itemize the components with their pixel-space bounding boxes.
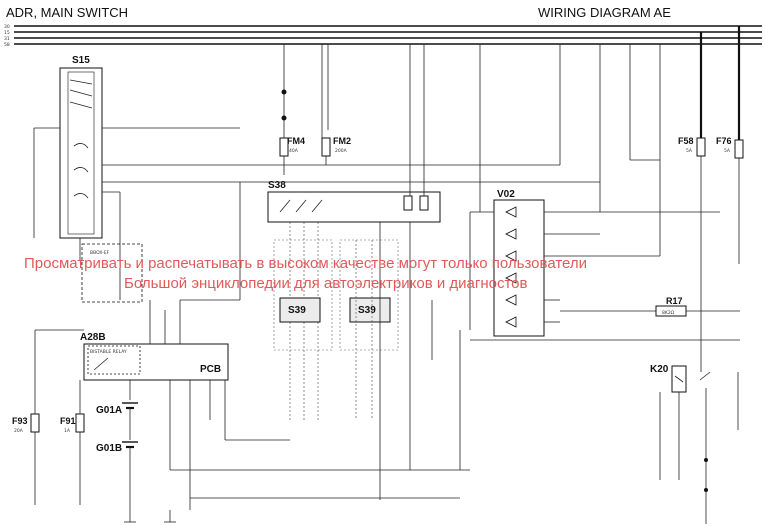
g01b-label: G01B [96, 443, 122, 454]
a28b-body [83, 343, 229, 381]
fm4-rating: 40A [289, 148, 299, 154]
f58-rating: 5A [686, 148, 693, 154]
s15-body [59, 67, 103, 239]
fm4-fuse: FM4 40A [279, 44, 305, 175]
ground-terminals [124, 510, 707, 524]
f76-fuse: F76 5A [716, 136, 744, 264]
v02-diode-block: V02 [409, 44, 740, 470]
rail-label-15: 15 [4, 30, 10, 36]
fm2-rating: 200A [335, 148, 348, 154]
s38-body [267, 191, 441, 223]
f58-label: F58 [678, 136, 694, 146]
f91-fuse: F91 1A [60, 380, 85, 505]
pcb-label: PCB [200, 364, 221, 375]
r17-resistor: R17 8K2Ω [560, 296, 740, 317]
a28b-module: A28B BISTABLE RELAY PCB [80, 182, 470, 510]
fm4-label: FM4 [287, 136, 305, 146]
g01a-battery: G01A [96, 380, 138, 440]
f76-label: F76 [716, 136, 732, 146]
s38-label: S38 [268, 180, 286, 191]
k20-label: K20 [650, 364, 669, 375]
k20-relay: K20 [650, 340, 739, 520]
watermark-line-2: Большой энциклопедии для автоэлектриков … [124, 275, 527, 292]
s15-label: S15 [72, 55, 90, 66]
s39-switch-b: S39 [339, 239, 399, 420]
g01a-label: G01A [96, 405, 122, 416]
v02-body [493, 199, 545, 337]
s39b-label: S39 [358, 305, 376, 316]
s38-switch: S38 [267, 44, 441, 420]
v02-label: V02 [497, 189, 515, 200]
s39-switch-a: S39 [273, 239, 333, 351]
r17-value: 8K2Ω [662, 310, 675, 316]
diagram-right-title: WIRING DIAGRAM AE [538, 5, 671, 20]
f93-fuse: F93 20A [12, 329, 84, 505]
s15-main-switch: S15 [33, 55, 270, 300]
fm2-fuse: FM2 200A [321, 44, 351, 165]
f76-rating: 5A [724, 148, 731, 154]
s39a-label: S39 [288, 305, 306, 316]
a28b-label: A28B [80, 332, 106, 343]
diagram-left-title: ADR, MAIN SWITCH [6, 5, 128, 20]
f91-rating: 1A [64, 428, 71, 434]
bbox-label: BBOX-EF [90, 250, 110, 256]
f58-fuse: F58 5A [678, 136, 706, 340]
r17-label: R17 [666, 296, 683, 306]
rail-label-31: 31 [4, 36, 10, 42]
power-rails: 30 15 31 58 [4, 24, 762, 48]
misc-wires [270, 159, 660, 500]
f93-label: F93 [12, 416, 28, 426]
bistable-relay-label: BISTABLE RELAY [90, 349, 127, 355]
rail-label-30: 30 [4, 24, 10, 30]
g01b-battery: G01B [96, 441, 138, 510]
f91-label: F91 [60, 416, 76, 426]
bbox-ef: BBOX-EF [81, 243, 143, 303]
rail-label-58: 58 [4, 42, 10, 48]
fm2-label: FM2 [333, 136, 351, 146]
watermark-line-1: Просматривать и распечатывать в высоком … [24, 255, 587, 272]
f93-rating: 20A [14, 428, 24, 434]
